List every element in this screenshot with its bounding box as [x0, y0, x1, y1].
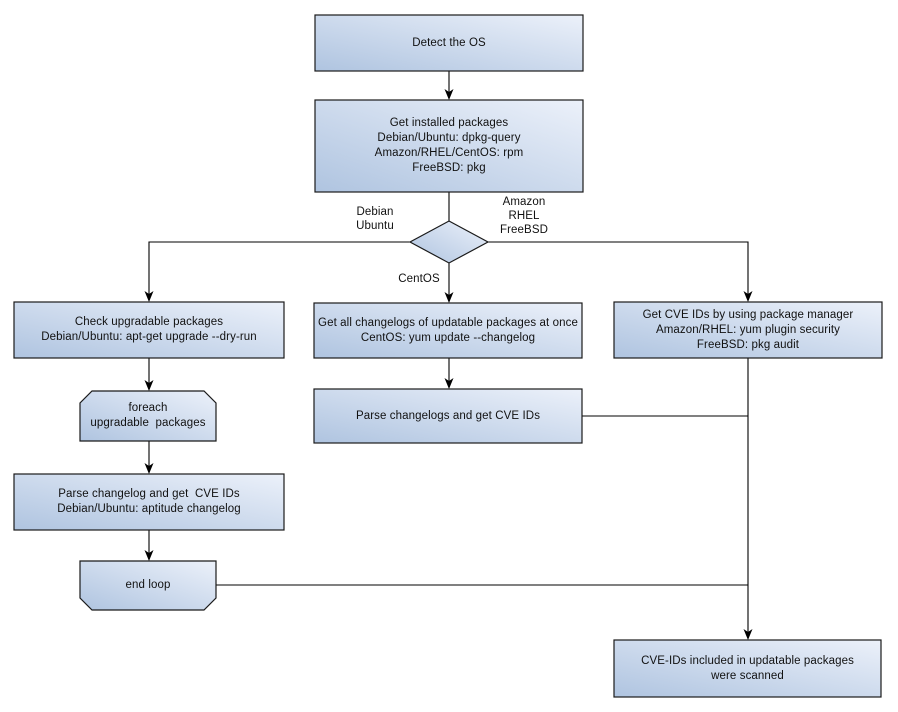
edge-decision-to-check-upgradable — [148, 241, 410, 294]
arrowhead-into-installed — [444, 89, 454, 100]
parse-changelog-left-box — [13, 473, 285, 531]
arrowhead-into-get-cve-right — [743, 291, 753, 302]
arrowhead-into-foreach — [144, 380, 154, 391]
foreach-loop-shape — [79, 390, 217, 442]
check-upgradable-box — [13, 301, 285, 359]
os-decision-diamond — [408, 220, 490, 264]
detect-os-box — [314, 14, 584, 72]
arrowhead-into-check-upgradable — [144, 291, 154, 302]
get-installed-packages-box — [314, 99, 584, 193]
cve-scanned-box — [613, 639, 882, 698]
get-all-changelogs-box — [313, 302, 583, 359]
end-loop-shape — [79, 560, 217, 611]
arrowhead-into-parse-left — [144, 463, 154, 474]
arrowhead-into-parse-mid — [444, 378, 454, 389]
arrowhead-into-endloop — [144, 550, 154, 561]
arrowhead-into-scanned — [743, 629, 753, 640]
parse-changelogs-mid-box — [313, 388, 583, 444]
get-cve-ids-right-box — [613, 301, 883, 359]
edge-decision-to-get-cve-right — [488, 241, 749, 294]
arrowhead-into-changelogs — [444, 292, 454, 303]
